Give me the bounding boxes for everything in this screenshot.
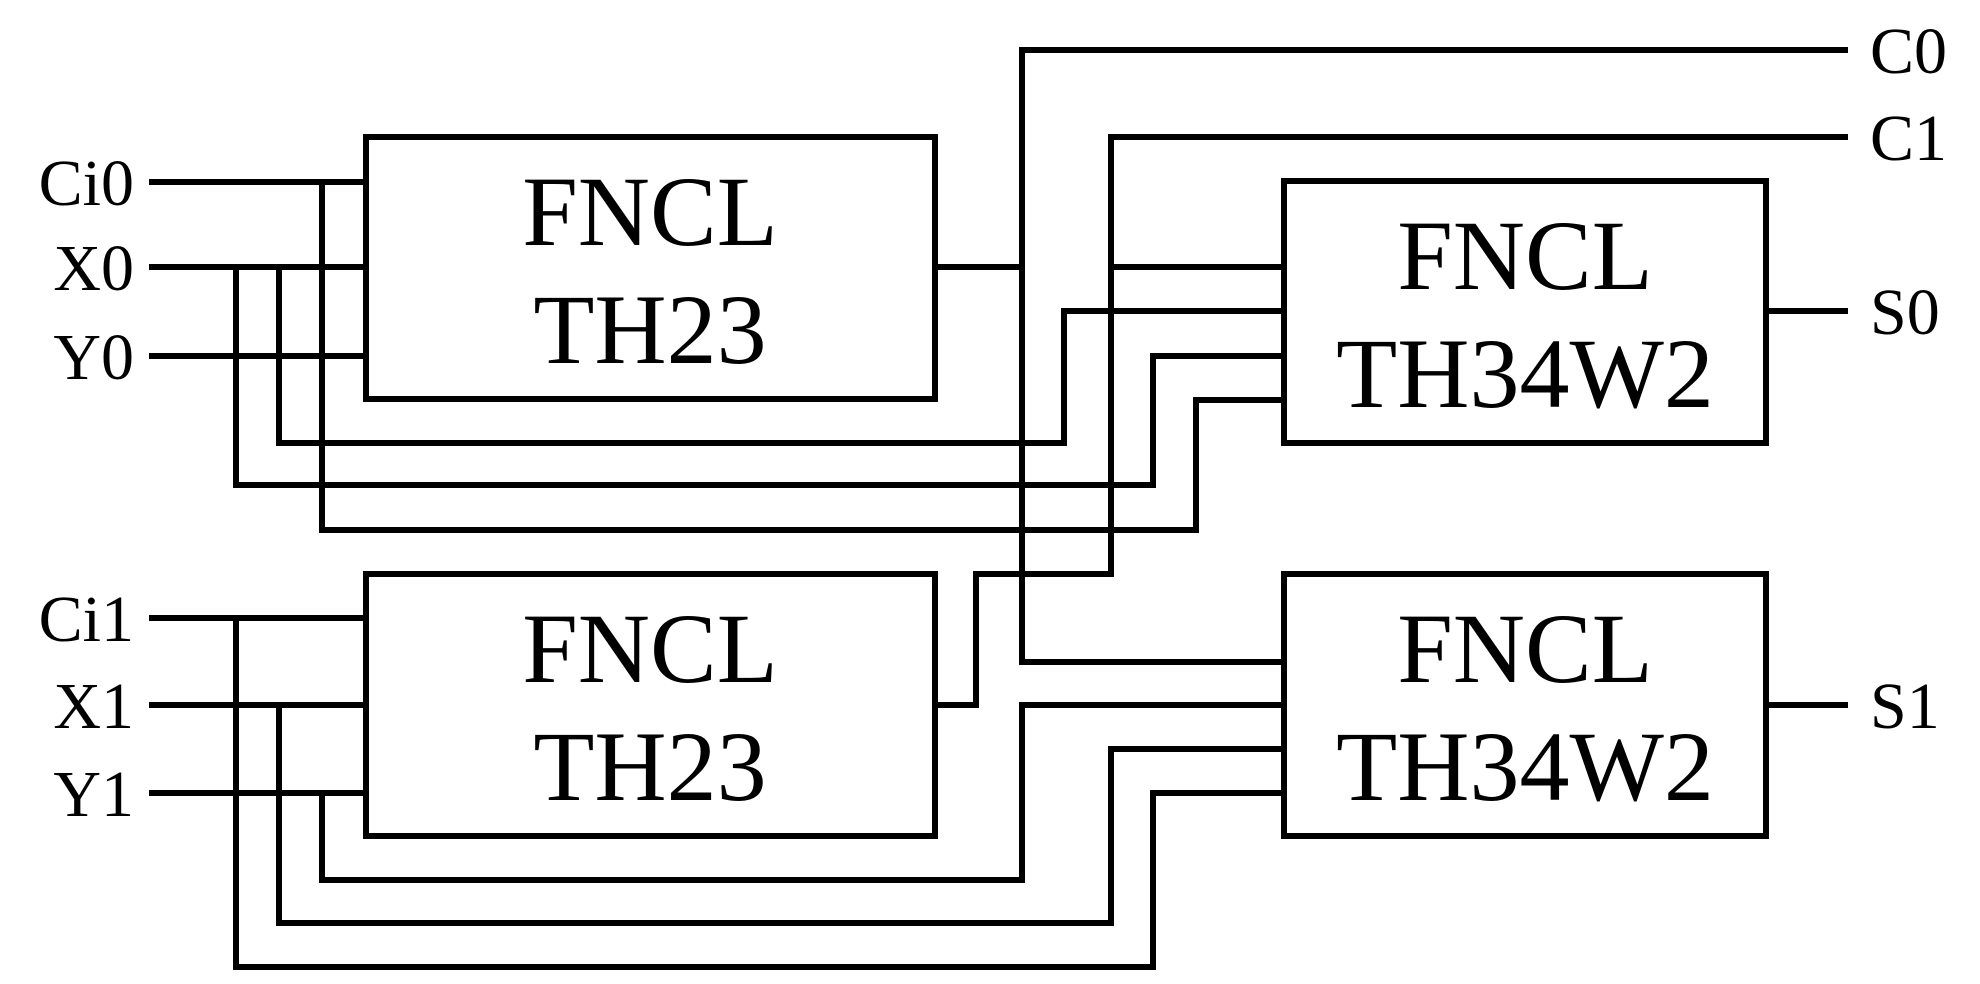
wires [149,47,1848,970]
label-x1: X1 [53,670,134,743]
label-ci0: Ci0 [39,147,134,220]
wire-c1 [932,134,1848,708]
label-y0: Y0 [53,321,134,394]
gate-bottom-right: FNCL TH34W2 [1281,571,1769,839]
label-ci1: Ci1 [39,583,134,656]
label-s1: S1 [1870,670,1940,743]
gate-bottom-right-line2: TH34W2 [1336,711,1714,822]
wire-y0-to-s0-gate [233,264,1287,488]
wire-c0-to-s1-gate [1019,264,1287,665]
label-c0: C0 [1870,15,1947,88]
input-labels: Ci0 X0 Y0 Ci1 X1 Y1 [39,147,134,831]
label-y1: Y1 [53,758,134,831]
gate-top-left: FNCL TH23 [363,134,938,402]
gate-bottom-left-line2: TH23 [533,711,766,822]
wire-ci1-to-s1-gate [233,615,1287,970]
label-x0: X0 [53,232,134,305]
gate-bottom-left: FNCL TH23 [363,571,938,839]
label-s0: S0 [1870,276,1940,349]
gate-top-left-line1: FNCL [522,156,778,267]
output-labels: C0 C1 S0 S1 [1870,15,1947,743]
wire-x1-to-s1-gate [276,702,1287,926]
wire-x0-to-s0-gate [276,264,1287,446]
gate-bottom-right-line1: FNCL [1397,593,1653,704]
gate-top-right: FNCL TH34W2 [1281,178,1769,446]
gate-top-right-line1: FNCL [1397,200,1653,311]
gate-bottom-left-line1: FNCL [522,593,778,704]
wire-y1-to-s1-gate [319,702,1287,883]
wire-ci0-to-s0-gate [319,179,1287,533]
gate-top-right-line2: TH34W2 [1336,318,1714,429]
gate-top-left-line2: TH23 [533,274,766,385]
wire-c0 [932,47,1848,270]
label-c1: C1 [1870,102,1947,175]
